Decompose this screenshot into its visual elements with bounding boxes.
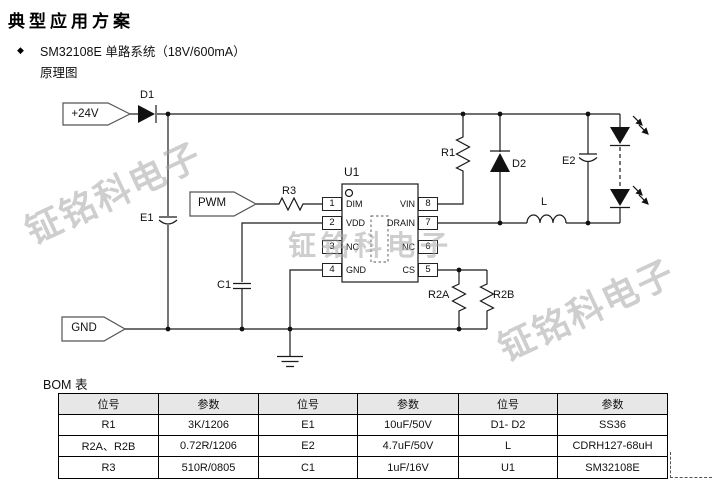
u1-pin1-marker	[344, 188, 354, 198]
u1-thermal-pad	[370, 215, 389, 263]
pin-name-gnd: GND	[346, 265, 366, 275]
l-label: L	[541, 196, 548, 208]
bom-cell: 10uF/50V	[357, 414, 459, 436]
d2-label: D2	[512, 158, 527, 170]
pwm-in-label: PWM	[197, 197, 227, 209]
pin-name-drain: DRAIN	[386, 218, 415, 228]
bom-row: R1 3K/1206 E1 10uF/50V D1- D2 SS36	[58, 414, 668, 436]
pin-box-7: 7	[418, 216, 438, 230]
page-title: 典型应用方案	[8, 12, 134, 31]
d1-label: D1	[140, 89, 155, 101]
bom-table: 位号 参数 位号 参数 位号 参数 R1 3K/1206 E1 10uF/50V…	[58, 393, 668, 479]
bom-cell: 510R/0805	[158, 456, 259, 479]
led1-symbol	[610, 127, 630, 144]
led2-symbol	[610, 189, 630, 206]
e1-label: E1	[140, 212, 154, 224]
c1-leads	[241, 222, 322, 329]
bom-cell: C1	[258, 456, 358, 479]
pin-box-3: 3	[322, 240, 342, 254]
pin-name-vin: VIN	[399, 199, 415, 209]
bom-header-cell: 参数	[557, 393, 668, 415]
r1-label: R1	[441, 147, 456, 159]
pwm-in-flag	[189, 191, 258, 217]
bom-cell: L	[458, 435, 558, 457]
r1-resistor	[438, 114, 471, 205]
schematic-label: 原理图	[40, 66, 78, 80]
bom-cell: R3	[58, 456, 159, 479]
r2b-resistor	[479, 270, 495, 329]
pin-name-nc-l: NC	[346, 242, 359, 252]
bom-row: R3 510R/0805 C1 1uF/16V U1 SM32108E	[58, 456, 668, 479]
application-item-title: SM32108E 单路系统（18V/600mA）	[40, 45, 246, 59]
junction-dots	[165, 111, 591, 332]
c1-cap-symbol	[233, 282, 251, 290]
e1-cap-symbol	[158, 216, 178, 225]
r2a-label: R2A	[428, 289, 450, 301]
bom-header-cell: 参数	[357, 393, 459, 415]
bom-cell: D1- D2	[458, 414, 558, 436]
bom-cell: SM32108E	[557, 456, 668, 479]
bom-header-cell: 位号	[258, 393, 358, 415]
bom-table-label: BOM 表	[43, 378, 88, 392]
pin-box-1: 1	[322, 197, 342, 211]
bom-header-cell: 位号	[458, 393, 558, 415]
l-inductor-symbol	[526, 214, 567, 224]
pin-box-5: 5	[418, 263, 438, 277]
gnd-flag	[61, 316, 127, 342]
e2-cap-symbol	[578, 153, 598, 163]
pin-name-dim: DIM	[346, 199, 363, 209]
bom-cell: 0.72R/1206	[158, 435, 259, 457]
pin-box-2: 2	[322, 216, 342, 230]
pin-name-nc-r: NC	[402, 242, 415, 252]
bom-cell: R1	[58, 414, 159, 436]
power-in-flag	[62, 102, 132, 126]
bom-cell: R2A、R2B	[58, 435, 159, 457]
bom-cell: 1uF/16V	[357, 456, 459, 479]
bom-row: R2A、R2B 0.72R/1206 E2 4.7uF/50V L CDRH12…	[58, 435, 668, 457]
gnd-port-label: GND	[71, 322, 97, 334]
bom-header-cell: 位号	[58, 393, 159, 415]
pin-name-vdd: VDD	[346, 218, 366, 228]
u1-ref-label: U1	[344, 165, 360, 179]
led2-light-arrows-icon	[632, 185, 649, 205]
wire-pin4-gnd	[289, 269, 322, 329]
e2-label: E2	[562, 155, 576, 167]
bom-header-row: 位号 参数 位号 参数 位号 参数	[58, 393, 668, 415]
selection-artifact	[670, 452, 712, 478]
bom-cell: CDRH127-68uH	[557, 435, 668, 457]
r2b-label: R2B	[493, 289, 515, 301]
pin-box-8: 8	[418, 197, 438, 211]
pin-name-cs: CS	[402, 265, 415, 275]
power-in-label: +24V	[71, 108, 99, 120]
r3-label: R3	[282, 185, 297, 197]
pin-box-6: 6	[418, 240, 438, 254]
r2a-resistor	[451, 270, 467, 329]
d2-diode-symbol	[490, 153, 510, 172]
diamond-bullet-icon: ◆	[17, 45, 24, 55]
pin-box-4: 4	[322, 263, 342, 277]
u1-chip-body	[341, 183, 419, 283]
bom-header-cell: 参数	[158, 393, 259, 415]
bom-cell: U1	[458, 456, 558, 479]
d1-diode-symbol	[138, 105, 155, 123]
bom-cell: 3K/1206	[158, 414, 259, 436]
bom-cell: E1	[258, 414, 358, 436]
bom-cell: E2	[258, 435, 358, 457]
led1-light-arrows-icon	[632, 115, 649, 135]
ground-symbol	[277, 329, 303, 368]
bom-cell: 4.7uF/50V	[357, 435, 459, 457]
bom-cell: SS36	[557, 414, 668, 436]
r3-resistor	[256, 196, 322, 212]
c1-label: C1	[217, 279, 232, 291]
